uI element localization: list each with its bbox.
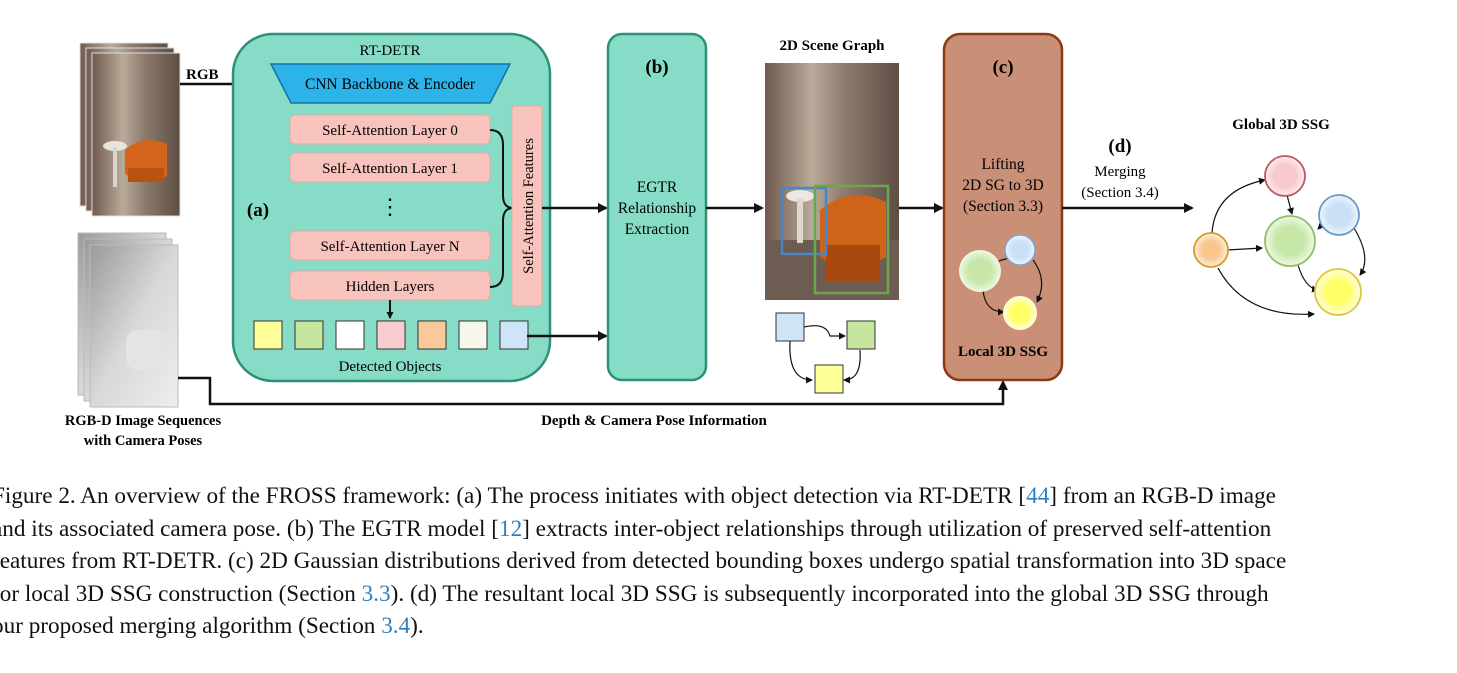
cnn-backbone-box [269, 63, 512, 104]
sg2d-node-blue [775, 312, 805, 342]
local-3d-ssg-label: Local 3D SSG [958, 344, 1048, 360]
caption-text: Figure 2. An overview of the FROSS frame… [0, 483, 1027, 509]
caption-text: ). [410, 613, 424, 639]
lifting-line1: Lifting [981, 156, 1024, 173]
sequence-label-line2: with Camera Poses [84, 433, 203, 449]
caption-text: ] extracts inter-object relationships th… [522, 515, 1272, 542]
sa-layer-n-label: Self-Attention Layer N [320, 239, 459, 255]
detected-object-square [499, 320, 529, 350]
local-node-blue [1004, 234, 1036, 266]
global-node-blue [1318, 194, 1360, 236]
caption-line-3: features from RT-DETR. (c) 2D Gaussian d… [0, 548, 1287, 574]
lifting-panel-label: (c) [992, 57, 1013, 78]
global-node-red [1264, 155, 1306, 197]
caption-line-5: our proposed merging algorithm (Section … [0, 610, 1457, 643]
detected-object-square [376, 320, 406, 350]
sa-layer-0-label: Self-Attention Layer 0 [322, 123, 458, 139]
sg2d-node-yellow [814, 364, 844, 394]
hidden-layers-label: Hidden Layers [346, 279, 435, 295]
sa-layer-n-box [289, 230, 491, 261]
detected-object-square [458, 320, 488, 350]
depth-pose-label: Depth & Camera Pose Information [541, 413, 767, 429]
scene-graph-2d-title: 2D Scene Graph [780, 38, 886, 54]
section-link[interactable]: 3.3 [361, 580, 391, 607]
depth-pose-arrow [178, 376, 1008, 406]
egtr-panel-label: (b) [645, 57, 668, 78]
rtdetr-title: RT-DETR [359, 43, 420, 59]
egtr-line2: Relationship [618, 200, 697, 217]
detected-objects [253, 320, 529, 350]
scene-image [765, 63, 899, 300]
egtr-line1: EGTR [637, 179, 678, 196]
citation-link[interactable]: 44 [1026, 483, 1050, 509]
figure-caption: Figure 2. An overview of the FROSS frame… [0, 480, 1457, 643]
detected-object-square [294, 320, 324, 350]
caption-text: and its associated camera pose. (b) The … [0, 515, 499, 542]
global-node-yellow [1314, 268, 1362, 316]
caption-line-4: for local 3D SSG construction (Section 3… [0, 578, 1457, 611]
features-box [511, 105, 543, 307]
sequence-label-line1: RGB-D Image Sequences [65, 413, 222, 429]
caption-text: ] from an RGB-D image [1049, 483, 1276, 509]
framework-diagram: RGB RGB-D Image Sequences with Camera Po… [65, 32, 1367, 449]
section-link[interactable]: 3.4 [381, 613, 411, 639]
bbox-blue [780, 186, 828, 256]
local-node-yellow [1003, 296, 1037, 330]
caption-text: for local 3D SSG construction (Section [0, 580, 362, 607]
depth-image-stack [77, 232, 179, 408]
detected-objects-label: Detected Objects [339, 359, 442, 375]
local-3d-ssg-graph [959, 234, 1043, 330]
rgb-label: RGB [186, 67, 219, 83]
lifting-line2: 2D SG to 3D [962, 177, 1043, 194]
global-node-orange [1193, 232, 1229, 268]
citation-link[interactable]: 12 [498, 515, 523, 542]
cnn-backbone-label: CNN Backbone & Encoder [305, 76, 476, 93]
sg2d-node-green [846, 320, 876, 350]
egtr-line3: Extraction [625, 221, 690, 238]
sa-layer-1-label: Self-Attention Layer 1 [322, 161, 458, 177]
global-3d-ssg-graph [1193, 155, 1367, 318]
caption-text: our proposed merging algorithm (Section [0, 613, 382, 639]
detected-object-square [253, 320, 283, 350]
detected-object-square [417, 320, 447, 350]
sa-layer-1-box [289, 152, 491, 183]
merging-panel-label: (d) [1108, 136, 1131, 157]
scene-graph-2d [775, 312, 876, 394]
features-label: Self-Attention Features [521, 138, 537, 274]
rtdetr-panel-label: (a) [247, 200, 269, 221]
rgb-image-stack [79, 42, 181, 217]
merging-line2: (Section 3.4) [1081, 185, 1158, 201]
bbox-green [813, 184, 890, 295]
caption-line-2: and its associated camera pose. (b) The … [0, 513, 1457, 546]
detected-object-square [335, 320, 365, 350]
caption-text: ). (d) The resultant local 3D SSG is sub… [390, 580, 1269, 607]
lifting-line3: (Section 3.3) [963, 198, 1043, 215]
caption-line-1: Figure 2. An overview of the FROSS frame… [0, 480, 1457, 513]
merging-line1: Merging [1094, 164, 1146, 180]
global-3d-ssg-title: Global 3D SSG [1232, 117, 1330, 133]
global-node-green [1264, 215, 1316, 267]
sa-layer-ellipsis: ⋮ [379, 194, 401, 219]
local-node-green [959, 250, 1001, 292]
